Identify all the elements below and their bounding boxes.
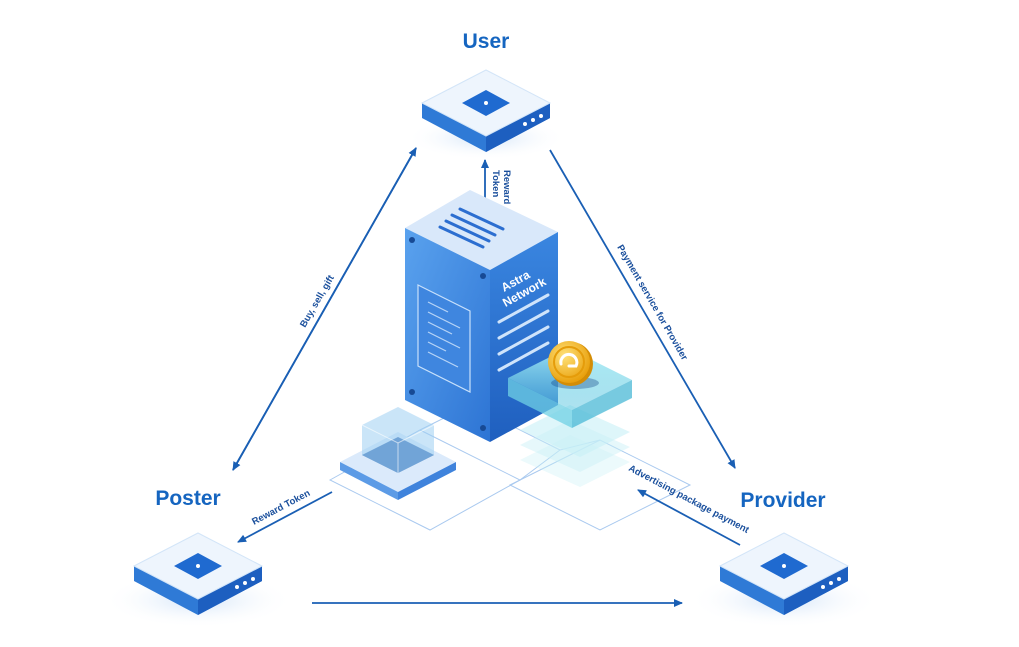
poster-device-icon [103, 532, 293, 628]
poster-node: Poster [103, 487, 293, 628]
server-vent-icon [438, 207, 505, 249]
coin-icon [548, 341, 599, 389]
edge-label-reward-token-user: Reward Token [490, 170, 512, 205]
user-node: User [406, 30, 566, 160]
user-title: User [463, 30, 510, 53]
poster-title: Poster [155, 487, 220, 510]
edge-label-reward-line2: Token [490, 170, 501, 197]
server-panel [417, 284, 471, 393]
edge-payment-service [549, 149, 736, 469]
user-device-icon [406, 69, 566, 160]
edge-label-reward-line1: Reward [501, 170, 512, 205]
server-stripes [497, 293, 550, 372]
edge-label-advertising-payment: Advertising package payment [627, 463, 752, 536]
astra-network-server: Astra Network [405, 190, 558, 442]
provider-title: Provider [740, 489, 825, 512]
edge-label-payment-service: Payment service for Provider [614, 243, 689, 363]
storage-cube-icon [340, 407, 456, 500]
edge-reward-token-poster [237, 491, 333, 543]
provider-device-icon [689, 532, 879, 628]
edge-advertising-payment [637, 489, 741, 546]
edge-buy-sell-gift [232, 147, 417, 471]
provider-node: Provider [689, 489, 879, 628]
